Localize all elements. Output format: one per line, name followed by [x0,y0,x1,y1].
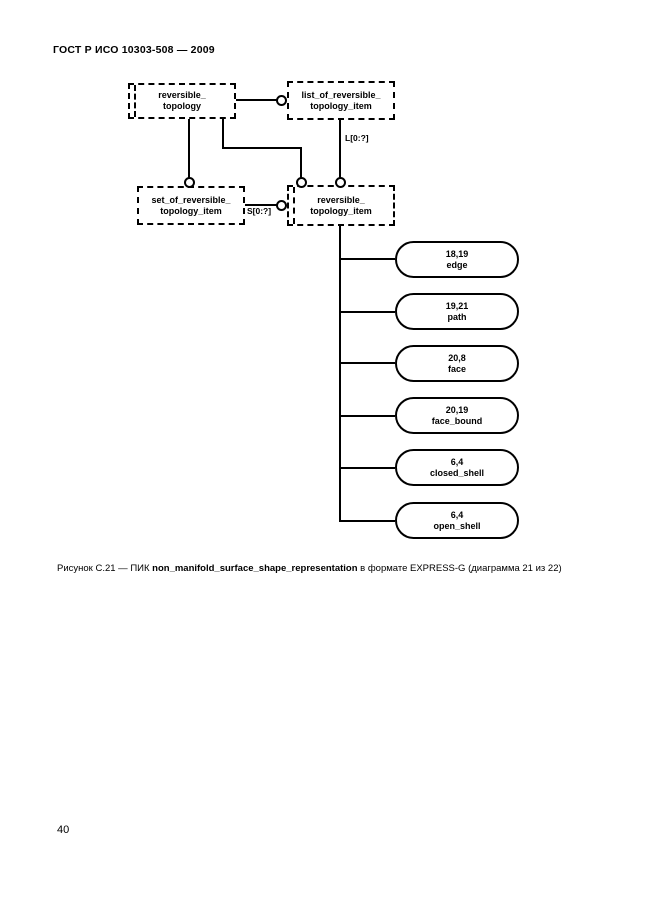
type-box-list-of-reversible-topology-item: list_of_reversible_ topology_item [287,81,395,120]
entity-ref-open-shell: 6,4 open_shell [395,502,519,539]
relation-line [340,520,395,522]
type-box-reversible-topology: reversible_ topology [128,83,236,119]
select-type-double-bar [134,85,136,117]
caption-prefix: Рисунок С.21 — ПИК [57,563,153,574]
entity-ref-name: path [447,311,467,322]
type-box-label-line: topology [163,101,201,111]
entity-ref-number: 6,4 [450,509,464,520]
entity-ref-name: closed_shell [429,467,485,478]
entity-ref-number: 20,8 [448,352,466,363]
entity-ref-number: 20,19 [445,404,469,415]
relation-end-circle [276,95,287,106]
relation-line [188,119,190,178]
type-box-label-line: topology_item [160,205,222,216]
relation-line [222,147,302,149]
relation-end-circle [296,177,307,188]
relation-line [245,204,278,206]
type-box-label-line: topology_item [310,100,372,111]
relation-end-circle [276,200,287,211]
type-box-label-line: reversible_ [317,194,365,205]
relation-line [222,119,224,149]
relation-line [339,120,341,178]
relation-end-circle [184,177,195,188]
figure-caption: Рисунок С.21 — ПИК non_manifold_surface_… [57,562,602,575]
relation-end-circle [335,177,346,188]
caption-entity-name: non_manifold_surface_shape_representatio… [152,563,358,574]
type-box-label-line: reversible_ [158,90,206,100]
document-header: ГОСТ Р ИСО 10303-508 — 2009 [53,44,215,56]
type-box-label-line: list_of_reversible_ [301,89,381,100]
type-box-reversible-topology-item: reversible_ topology_item [287,185,395,226]
relation-line [340,415,395,417]
relation-line [340,467,395,469]
relation-line [340,311,395,313]
relation-line [300,147,302,178]
caption-suffix: в формате EXPRESS-G (диаграмма 21 из 22) [357,563,562,574]
entity-ref-edge: 18,19 edge [395,241,519,278]
entity-ref-name: edge [446,259,468,270]
relation-line [340,362,395,364]
relation-line [340,258,395,260]
type-box-label-line: topology_item [310,205,372,216]
entity-ref-number: 18,19 [445,248,469,259]
type-box-set-of-reversible-topology-item: set_of_reversible_ topology_item [137,186,245,225]
relation-line [236,99,278,101]
cardinality-label-set: S[0:?] [247,206,272,216]
type-box-label-line: set_of_reversible_ [151,194,231,205]
entity-ref-closed-shell: 6,4 closed_shell [395,449,519,486]
select-type-double-bar [293,187,295,224]
entity-ref-path: 19,21 path [395,293,519,330]
entity-ref-number: 6,4 [450,456,464,467]
relation-line [339,226,341,522]
entity-ref-face-bound: 20,19 face_bound [395,397,519,434]
entity-ref-face: 20,8 face [395,345,519,382]
page-number: 40 [57,824,70,836]
entity-ref-name: face [447,363,466,374]
entity-ref-name: open_shell [433,520,481,531]
cardinality-label-list: L[0:?] [345,133,369,143]
entity-ref-number: 19,21 [445,300,469,311]
entity-ref-name: face_bound [431,415,483,426]
